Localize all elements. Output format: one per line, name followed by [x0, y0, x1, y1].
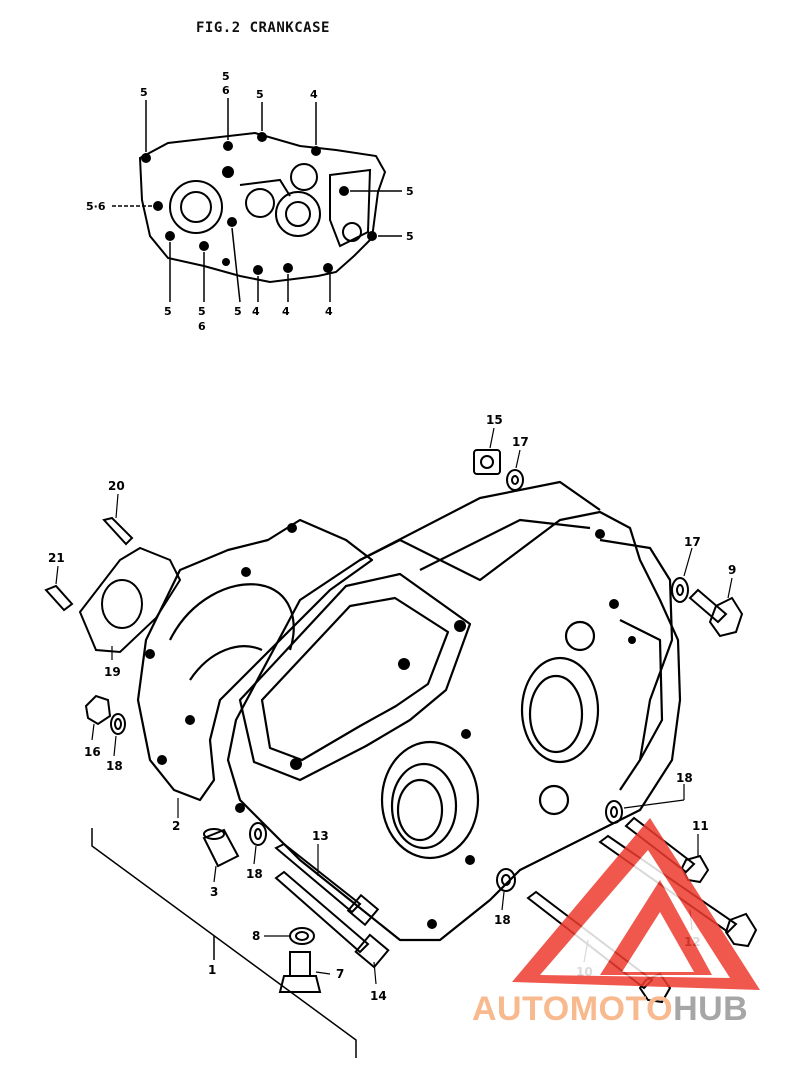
top-view-bore-left [169, 180, 223, 234]
top-label-5f: 5 [164, 305, 172, 318]
label-7: 7 [336, 967, 344, 981]
part-19-plate [78, 546, 182, 654]
label-18-mid: 18 [246, 867, 263, 881]
label-13: 13 [312, 829, 329, 843]
top-view-case-outline [138, 131, 387, 284]
top-label-5h: 5 [234, 305, 242, 318]
top-view-bore-small [245, 188, 275, 218]
label-18-bottom: 18 [494, 913, 511, 927]
top-label-4c: 4 [282, 305, 290, 318]
part-8-gasket [289, 927, 315, 945]
right-bearing-bore [520, 656, 600, 764]
automotohub-logo [512, 818, 760, 990]
watermark-text: AUTOMOTOHUB [472, 990, 748, 1029]
label-19: 19 [104, 665, 121, 679]
label-21: 21 [48, 551, 65, 565]
label-18-left: 18 [106, 759, 123, 773]
top-label-5a: 5 [140, 86, 148, 99]
label-8: 8 [252, 929, 260, 943]
label-15: 15 [486, 413, 503, 427]
part-17-washer-top [506, 469, 524, 491]
part-13-bolt [274, 842, 362, 914]
part-16-nut [84, 694, 112, 726]
main-bearing-bore [380, 740, 480, 860]
part-9-bolt [688, 588, 728, 624]
watermark-part2: HUB [673, 990, 749, 1028]
label-3: 3 [210, 885, 218, 899]
label-14: 14 [370, 989, 387, 1003]
part-18-washer-bottom [496, 868, 516, 892]
part-18-washer-left [110, 713, 126, 735]
part-14-bolt [274, 870, 370, 954]
part-17-washer-right [671, 577, 689, 603]
top-view-bore-center [275, 191, 321, 237]
part-18-washer-mid [249, 822, 267, 846]
label-20: 20 [108, 479, 125, 493]
part-7-drain-plug [289, 951, 311, 977]
label-18-right: 18 [676, 771, 693, 785]
label-2: 2 [172, 819, 180, 833]
figure-title: FIG.2 CRANKCASE [196, 20, 330, 36]
part-18-washer-right [605, 800, 623, 824]
label-11: 11 [692, 819, 709, 833]
top-label-5b: 5 [222, 70, 230, 83]
watermark-part1: AUTOMOTO [472, 990, 674, 1028]
top-label-4d: 4 [325, 305, 333, 318]
top-label-5d: 5 [406, 185, 414, 198]
part-3-dowel [202, 828, 240, 868]
top-label-4a: 4 [310, 88, 318, 101]
part-20-screw [102, 516, 134, 546]
label-9: 9 [728, 563, 736, 577]
top-label-5e: 5 [406, 230, 414, 243]
part-1-bracket [91, 828, 357, 1058]
top-label-6a: 6 [222, 84, 230, 97]
top-label-4b: 4 [252, 305, 260, 318]
label-16: 16 [84, 745, 101, 759]
label-17-right: 17 [684, 535, 701, 549]
part-15-nut [473, 449, 501, 475]
top-label-5c: 5 [256, 88, 264, 101]
cylinder-gasket-frame [238, 572, 472, 782]
part-21-stud [44, 584, 74, 612]
top-view-boss [290, 163, 318, 191]
right-crankcase-half [226, 510, 682, 942]
top-label-6b: 6 [198, 320, 206, 333]
left-crankcase-half [136, 518, 374, 802]
top-label-5-6: 5·6 [86, 200, 106, 213]
label-17-top: 17 [512, 435, 529, 449]
label-1: 1 [208, 963, 216, 977]
top-label-5g: 5 [198, 305, 206, 318]
